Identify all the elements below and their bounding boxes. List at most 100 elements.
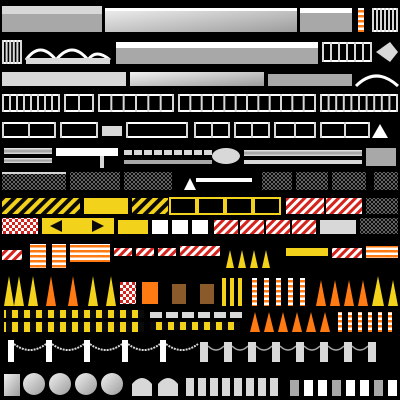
red-white-sawhorse-wide — [180, 246, 220, 256]
traffic-cone — [316, 280, 326, 306]
orange-cone — [88, 276, 98, 306]
red-white-drum — [120, 282, 136, 304]
steel-rail-fence-post — [370, 42, 372, 62]
jersey-barrier-yellow — [118, 220, 148, 234]
picket-rail-post — [172, 94, 174, 112]
picket-rail-right-post — [350, 94, 353, 112]
yellow-panel-barrier — [84, 198, 128, 214]
guard-posts-row — [154, 150, 162, 155]
white-rail-post — [23, 94, 25, 112]
delineator-post — [276, 278, 281, 306]
balustrade-post — [257, 94, 260, 112]
delineator-post — [264, 278, 269, 306]
picket-fence-post — [5, 40, 8, 64]
picket-rail-right-post — [373, 94, 376, 112]
short-bollard — [388, 380, 397, 396]
rope-stanchion — [248, 342, 256, 362]
picket-rail-post — [110, 94, 113, 112]
row-striped-boards — [2, 218, 398, 234]
picket-rail-right-post — [342, 94, 345, 112]
short-post — [210, 378, 218, 396]
mesh-panel-d — [374, 172, 398, 190]
yellow-black-chevron-barrier — [2, 198, 80, 214]
metal-railing-panel-post — [396, 8, 398, 32]
short-post — [234, 378, 242, 396]
dome-bollard — [132, 378, 152, 396]
balustrade-post — [178, 94, 180, 112]
striped-post — [358, 8, 364, 32]
wire-mesh-top — [2, 172, 66, 174]
short-post — [258, 378, 266, 396]
red-white-stripe-panel — [292, 220, 316, 234]
short-guardrail-post — [228, 122, 230, 138]
row-concrete-walls-top — [2, 6, 398, 32]
white-rail-post — [16, 94, 18, 112]
white-rail-post — [2, 94, 4, 112]
long-pipe-2 — [244, 160, 362, 164]
white-bollard — [122, 340, 128, 362]
rope-stanchion — [320, 342, 328, 362]
speed-bump — [198, 312, 210, 318]
steel-pipe-2 — [4, 158, 52, 163]
square-stone-bollard — [4, 374, 20, 396]
metal-railing-panel-post — [380, 8, 382, 32]
traffic-cone — [344, 280, 354, 306]
triple-rail-bottom — [126, 136, 188, 138]
orange-cone-row — [250, 312, 260, 332]
row-cones-and-posts — [4, 276, 398, 306]
w-beam-guardrail-post — [2, 122, 4, 138]
iron-gate-base — [26, 58, 110, 64]
striped-sawhorse — [2, 250, 22, 260]
balustrade-post — [291, 94, 294, 112]
mesh-panel-c — [332, 172, 366, 190]
white-rail-post — [51, 94, 53, 112]
rope — [207, 345, 225, 351]
chain-post-barrier — [127, 343, 161, 351]
guardrail-block — [102, 126, 122, 136]
traffic-cone — [330, 280, 340, 306]
w-beam-guardrail-post — [28, 122, 30, 138]
white-rail-post — [37, 94, 39, 112]
speed-bump — [214, 312, 226, 318]
orange-cone-row — [292, 312, 302, 332]
balustrade-post — [314, 94, 316, 112]
dome-bollard — [158, 378, 178, 396]
rope-stanchion — [272, 342, 280, 362]
row-white-railings — [2, 94, 398, 112]
guard-posts-row — [124, 150, 132, 155]
white-bollard — [160, 340, 166, 362]
picket-fence-post — [20, 40, 22, 64]
orange-cone — [46, 276, 56, 306]
pipe-end-cap — [212, 148, 240, 164]
guardrail-post — [78, 94, 80, 112]
red-white-sawhorse — [114, 248, 132, 256]
row-long-walls — [2, 72, 400, 88]
orange-post — [358, 312, 362, 332]
rope-stanchion — [344, 342, 352, 362]
rope — [327, 345, 345, 351]
stone-wall — [130, 72, 264, 86]
orange-post — [378, 312, 382, 332]
a-frame-red — [332, 248, 362, 258]
picket-fence-top — [2, 40, 22, 42]
speed-bump-stripe — [150, 322, 240, 330]
picket-rail-right-post — [365, 94, 368, 112]
short-guardrail-2-post — [234, 122, 236, 138]
steel-rail-fence-post — [354, 42, 356, 62]
speed-bump — [230, 312, 242, 318]
white-bollard — [84, 340, 90, 362]
low-wall — [268, 74, 352, 86]
short-guardrail-2-post — [251, 122, 253, 138]
balustrade-post — [223, 94, 226, 112]
guardrail-end-post — [368, 122, 370, 138]
chevron-panel-small — [132, 198, 168, 214]
traffic-cone-small — [262, 250, 270, 268]
wire-mesh-fence — [2, 172, 66, 190]
row-stone-bollards — [4, 373, 397, 396]
rope — [231, 345, 249, 351]
yellow-bollard — [238, 278, 242, 306]
orange-cone-row — [306, 312, 316, 332]
white-rail-post — [9, 94, 11, 112]
steel-rail-fence-post — [338, 42, 340, 62]
orange-post — [338, 312, 342, 332]
